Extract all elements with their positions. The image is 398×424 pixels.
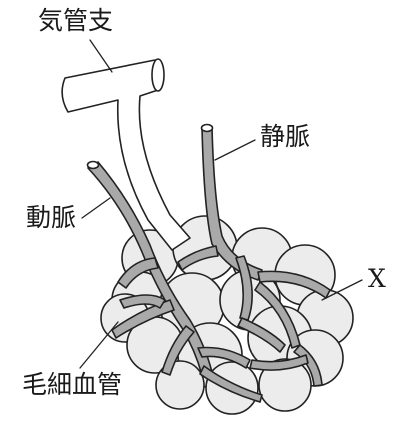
label-bronchiole: 気管支 — [38, 8, 113, 33]
label-vein: 静脈 — [260, 124, 310, 149]
label-x: X — [368, 266, 386, 291]
label-capillaries: 毛細血管 — [22, 372, 122, 397]
label-artery: 動脈 — [26, 205, 76, 230]
